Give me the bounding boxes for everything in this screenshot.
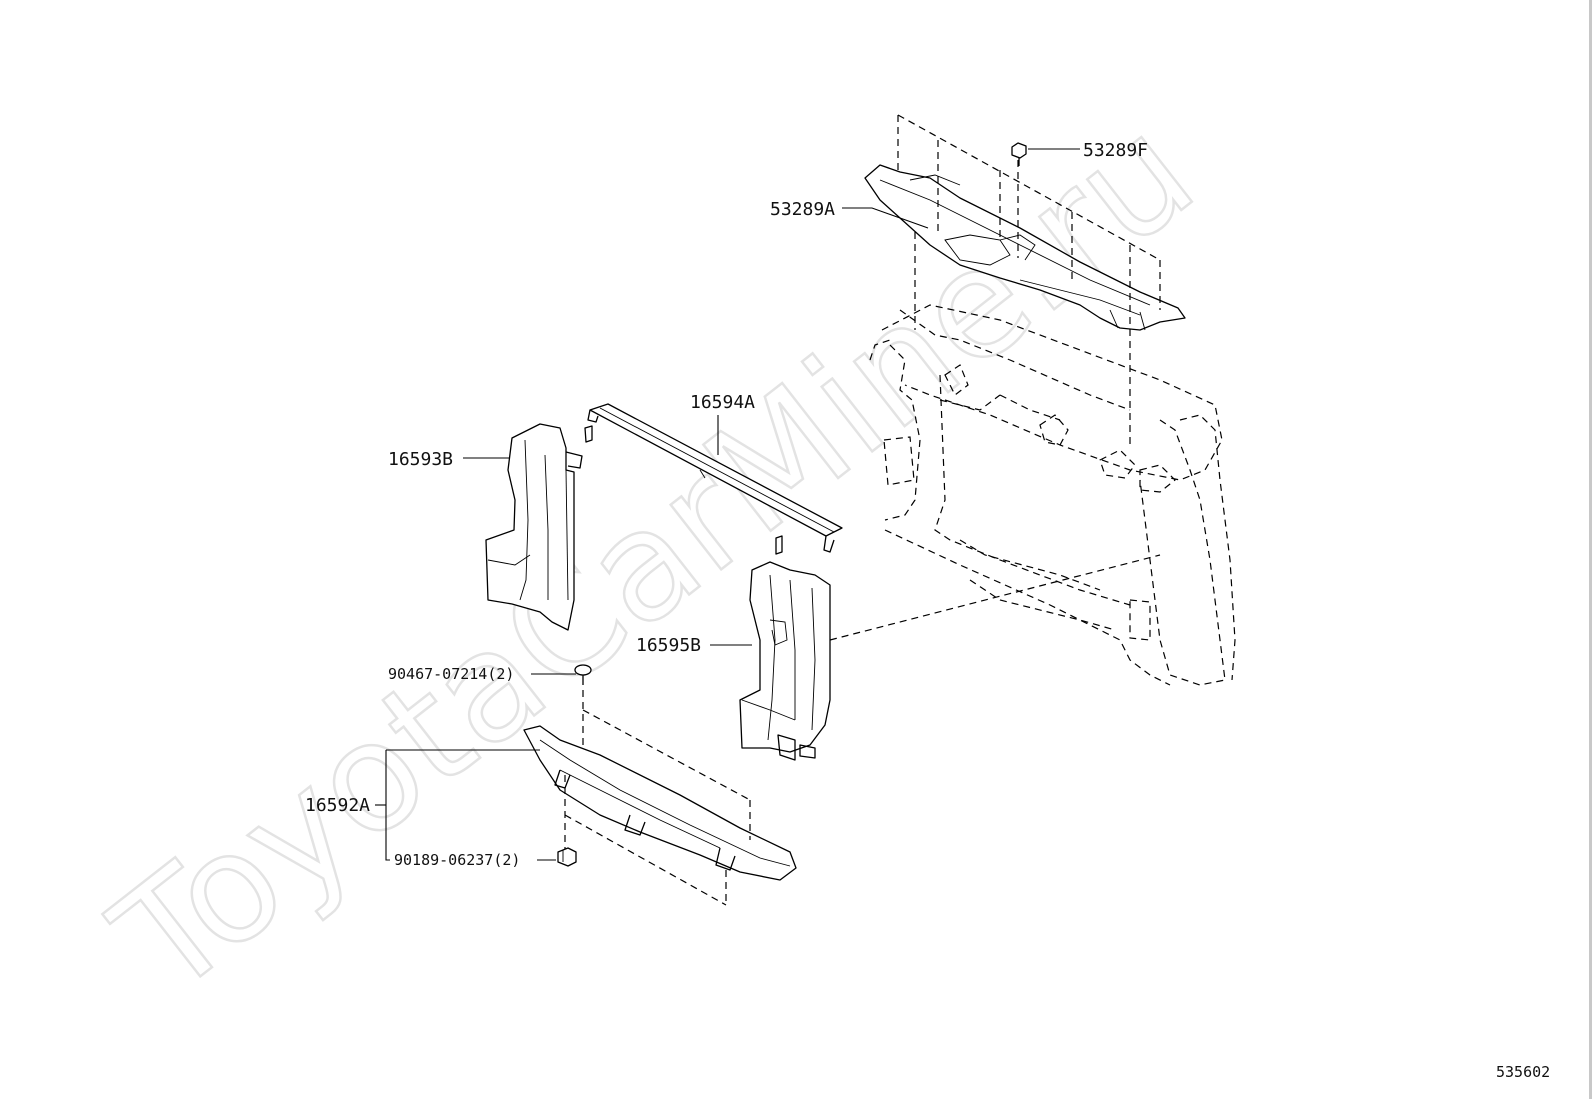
part-90189-06237-nut xyxy=(557,847,577,867)
callout-53289A: 53289A xyxy=(770,199,835,220)
callout-90189-06237: 90189-06237(2) xyxy=(394,851,520,869)
part-90467-07214-clip xyxy=(574,664,592,685)
part-16594A-drawing xyxy=(584,403,843,555)
part-16592A-drawing xyxy=(523,690,797,906)
callout-16595B: 16595B xyxy=(636,635,701,656)
callout-53289F: 53289F xyxy=(1083,140,1148,161)
part-53289A-drawing xyxy=(864,114,1186,445)
watermark-text: ToyotaCarMine.ru xyxy=(84,84,1225,1028)
callout-16593B: 16593B xyxy=(388,449,453,470)
callout-90467-07214: 90467-07214(2) xyxy=(388,665,514,683)
callout-16594A: 16594A xyxy=(690,392,755,413)
part-16593B-drawing xyxy=(485,423,583,631)
guide-line-16595B xyxy=(829,554,1161,641)
leader-16592A-bracket xyxy=(385,750,390,861)
callout-16592A: 16592A xyxy=(305,795,370,816)
part-53289F-clip xyxy=(1011,142,1027,166)
leader-53289A xyxy=(842,207,929,229)
part-16595B-drawing xyxy=(739,561,831,761)
radiator-support-frame xyxy=(869,304,1236,686)
figure-number: 535602 xyxy=(1496,1063,1550,1081)
